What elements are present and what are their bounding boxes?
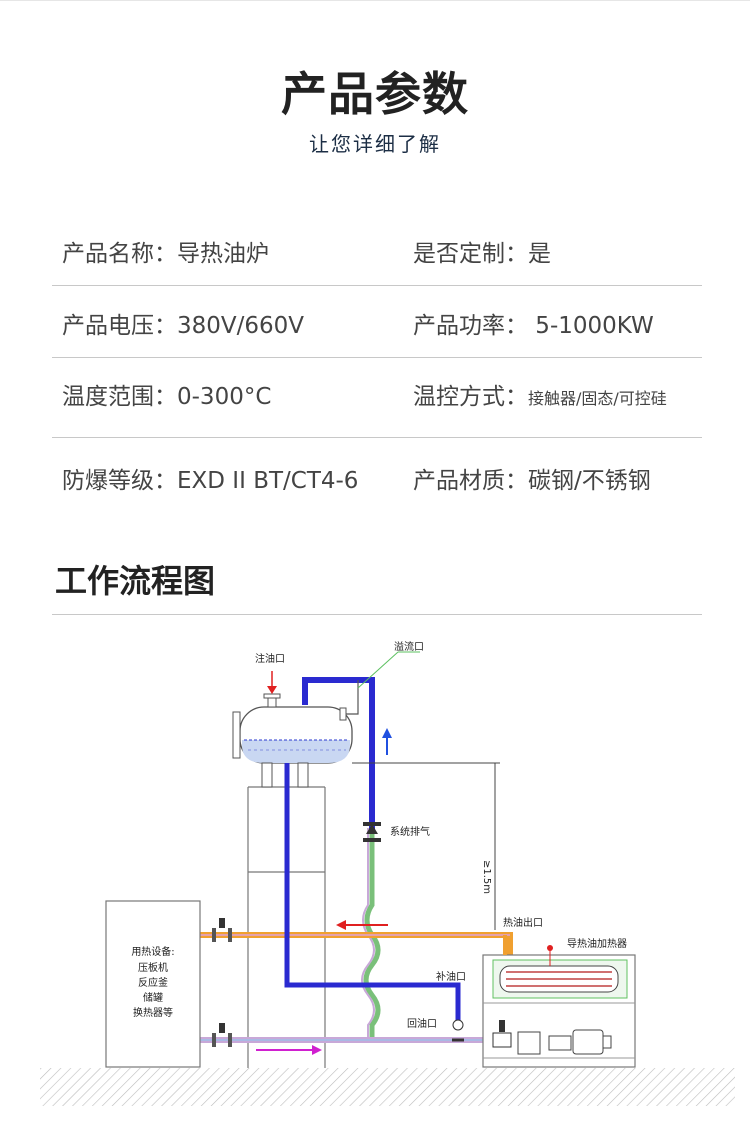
equipment-item: 压板机 (138, 961, 168, 974)
oil-inlet-label: 注油口 (255, 652, 285, 665)
spec-customizable: 是否定制：是 (413, 234, 551, 268)
spec-value: 380V/660V (177, 313, 305, 339)
overflow-label: 溢流口 (394, 640, 424, 653)
equipment-item: 反应釜 (138, 976, 168, 989)
spec-value: 接触器/固态/可控硅 (528, 389, 667, 408)
spec-label: 温度范围： (62, 384, 177, 410)
spec-temp-control: 温控方式：接触器/固态/可控硅 (413, 377, 667, 411)
spec-label: 产品功率： (413, 313, 528, 339)
overflow-pipe (302, 677, 375, 830)
hot-oil-outlet-label: 热油出口 (503, 916, 543, 929)
makeup-valve-icon (452, 1019, 464, 1042)
height-label: ≥1.5m (481, 860, 492, 894)
overflow-flange (339, 707, 347, 721)
spec-value: EXD II BT/CT4-6 (177, 468, 359, 494)
supply-valve-icon (212, 918, 232, 942)
inlet-filter-icon (492, 1020, 512, 1048)
spec-explosion-rating: 防爆等级：EXD II BT/CT4-6 (62, 461, 358, 495)
return-oil-label: 回油口 (407, 1017, 437, 1030)
spec-label: 产品电压： (62, 313, 177, 339)
spec-voltage: 产品电压：380V/660V (62, 306, 304, 340)
spec-label: 是否定制： (413, 241, 528, 267)
spec-value: 是 (528, 241, 551, 267)
expansion-pipe (363, 828, 381, 1040)
spec-material: 产品材质：碳钢/不锈钢 (413, 461, 651, 495)
hot-supply-pipe (200, 932, 513, 955)
equipment-item: 储罐 (143, 991, 163, 1004)
equipment-heading: 用热设备: (131, 945, 174, 958)
spec-temperature: 温度范围：0-300°C (62, 377, 271, 411)
row-divider (52, 437, 702, 438)
row-divider (52, 285, 702, 286)
flow-diagram: 注油口 溢流口 系统排气 ≥1.5m 热油出口 导热油加热器 补油口 回油口 用… (40, 640, 735, 1106)
height-dimension (352, 762, 500, 930)
spec-value: 5-1000KW (528, 313, 654, 339)
return-valve-icon (212, 1023, 232, 1047)
overflow-leader (357, 651, 399, 689)
expansion-tank (232, 693, 353, 788)
system-vent-label: 系统排气 (390, 825, 430, 838)
page-title: 产品参数 (281, 67, 469, 121)
circulation-pump-icon (517, 1029, 612, 1055)
makeup-oil-label: 补油口 (436, 970, 466, 983)
spec-power: 产品功率： 5-1000KW (413, 306, 654, 340)
heat-equipment-box (105, 900, 201, 1068)
page-subtitle: 让您详细了解 (309, 132, 441, 156)
equipment-item: 换热器等 (133, 1006, 173, 1019)
vent-valve-icon (363, 822, 381, 842)
spec-label: 产品材质： (413, 468, 528, 494)
top-divider (0, 0, 750, 1)
heater-label: 导热油加热器 (567, 937, 627, 950)
spec-value: 导热油炉 (177, 241, 269, 267)
section-divider (52, 614, 702, 615)
spec-value: 碳钢/不锈钢 (528, 468, 651, 494)
section-title: 工作流程图 (55, 562, 216, 600)
spec-value: 0-300°C (177, 384, 272, 410)
spec-label: 防爆等级： (62, 468, 177, 494)
spec-label: 产品名称： (62, 241, 177, 267)
spec-product-name: 产品名称：导热油炉 (62, 234, 269, 268)
row-divider (52, 357, 702, 358)
ground-hatch (40, 1068, 735, 1106)
fill-arrow-head (267, 686, 277, 694)
spec-label: 温控方式： (413, 384, 528, 410)
makeup-pipe (284, 763, 461, 1025)
